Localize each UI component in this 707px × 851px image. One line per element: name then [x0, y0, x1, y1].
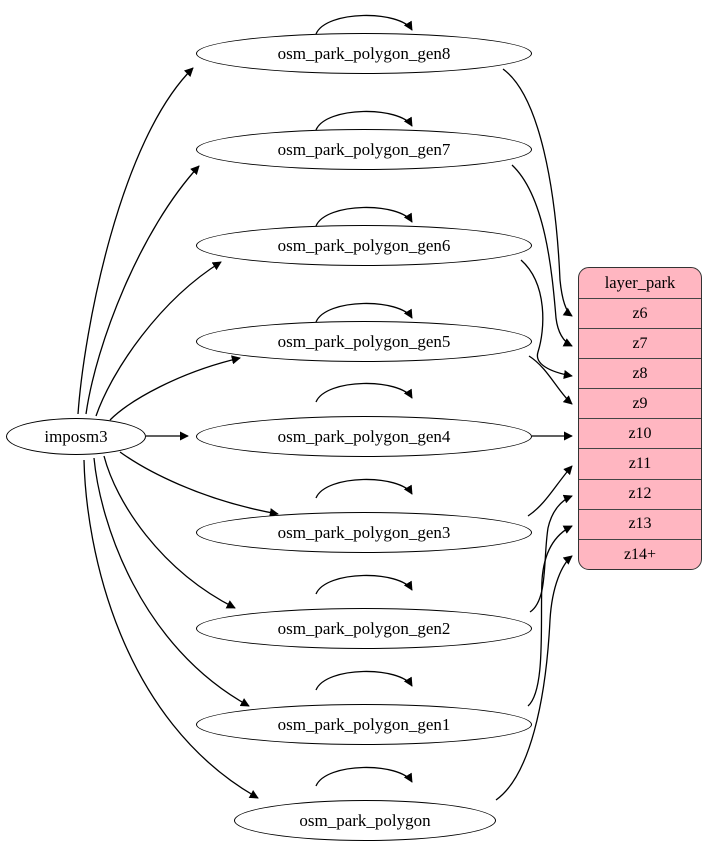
- table-row-z13[interactable]: z13: [579, 510, 701, 540]
- table-row-z12[interactable]: z12: [579, 480, 701, 510]
- node-imposm3[interactable]: imposm3: [6, 418, 146, 455]
- node-label: osm_park_polygon_gen8: [277, 44, 451, 63]
- table-row-z7[interactable]: z7: [579, 329, 701, 360]
- self-loop-edges: [315, 14, 413, 787]
- table-header-layer-park: layer_park: [579, 268, 701, 299]
- table-layer-park[interactable]: layer_park z6 z7 z8 z9 z10 z11 z12 z13 z…: [578, 267, 702, 570]
- edges-from-imposm3: [77, 67, 279, 799]
- node-osm-park-polygon-gen1[interactable]: osm_park_polygon_gen1: [196, 704, 532, 745]
- table-row-z6[interactable]: z6: [579, 299, 701, 330]
- edges-to-layer-park: [495, 68, 573, 801]
- node-osm-park-polygon-gen2[interactable]: osm_park_polygon_gen2: [196, 608, 532, 649]
- table-row-z10[interactable]: z10: [579, 419, 701, 450]
- node-osm-park-polygon-gen3[interactable]: osm_park_polygon_gen3: [196, 512, 532, 553]
- node-osm-park-polygon-gen5[interactable]: osm_park_polygon_gen5: [196, 321, 532, 362]
- node-osm-park-polygon-gen4[interactable]: osm_park_polygon_gen4: [196, 416, 532, 457]
- node-label: osm_park_polygon_gen1: [277, 715, 451, 734]
- table-row-z8[interactable]: z8: [579, 359, 701, 390]
- node-label: osm_park_polygon_gen4: [277, 427, 451, 446]
- node-label: osm_park_polygon_gen7: [277, 140, 451, 159]
- node-label: osm_park_polygon_gen3: [277, 523, 451, 542]
- node-label: osm_park_polygon_gen2: [277, 619, 451, 638]
- node-osm-park-polygon[interactable]: osm_park_polygon: [234, 800, 496, 841]
- node-label: osm_park_polygon: [299, 811, 431, 830]
- node-label: osm_park_polygon_gen6: [277, 236, 451, 255]
- node-osm-park-polygon-gen7[interactable]: osm_park_polygon_gen7: [196, 129, 532, 170]
- node-label: osm_park_polygon_gen5: [277, 332, 451, 351]
- node-label: imposm3: [44, 427, 108, 446]
- table-row-z9[interactable]: z9: [579, 389, 701, 420]
- node-osm-park-polygon-gen6[interactable]: osm_park_polygon_gen6: [196, 225, 532, 266]
- table-row-z14plus[interactable]: z14+: [623, 545, 657, 563]
- table-row-z11[interactable]: z11: [579, 449, 701, 480]
- node-osm-park-polygon-gen8[interactable]: osm_park_polygon_gen8: [196, 33, 532, 74]
